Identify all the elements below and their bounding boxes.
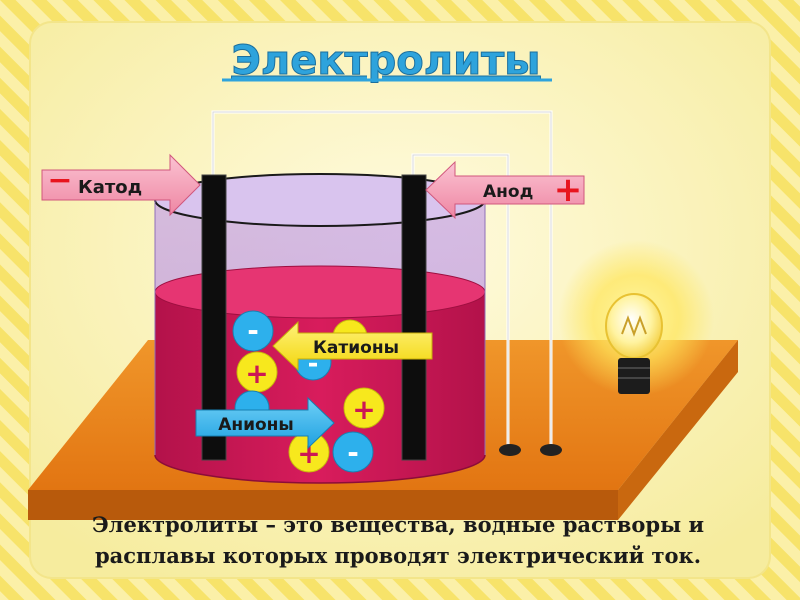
ion-anion: - [332, 431, 374, 473]
ion-cation: + [288, 431, 330, 473]
cathode-arrow: Катод − [41, 153, 201, 217]
svg-text:-: - [308, 349, 319, 379]
svg-text:+: + [352, 393, 375, 426]
terminal-left [499, 444, 521, 456]
ion-anion: - [232, 310, 274, 352]
page-title: Электролиты [232, 38, 541, 84]
svg-text:+: + [245, 357, 268, 390]
cations-label: Катионы [313, 338, 399, 358]
cathode-minus-sign: − [47, 163, 72, 198]
anions-arrow: Анионы [195, 396, 335, 450]
svg-text:-: - [347, 436, 359, 469]
svg-text:+: + [297, 437, 320, 470]
ions: - - + + + - [232, 310, 385, 473]
svg-text:-: - [247, 314, 259, 347]
anions-label: Анионы [218, 415, 294, 435]
cathode-label: Катод [78, 177, 142, 198]
ion-cation: + [343, 387, 385, 429]
definition-line-2: расплавы которых проводят электрический … [95, 543, 701, 568]
anode-plus-sign: + [554, 170, 583, 210]
anode-label: Анод [483, 182, 533, 202]
terminal-right [540, 444, 562, 456]
anode-electrode [401, 174, 427, 461]
light-bulb-icon [558, 240, 714, 396]
anode-arrow: Анод + [425, 160, 585, 220]
definition-line-1: Электролиты – это вещества, водные раств… [92, 512, 704, 537]
cations-arrow: Катионы [272, 320, 433, 372]
ion-cation: + [236, 351, 278, 393]
